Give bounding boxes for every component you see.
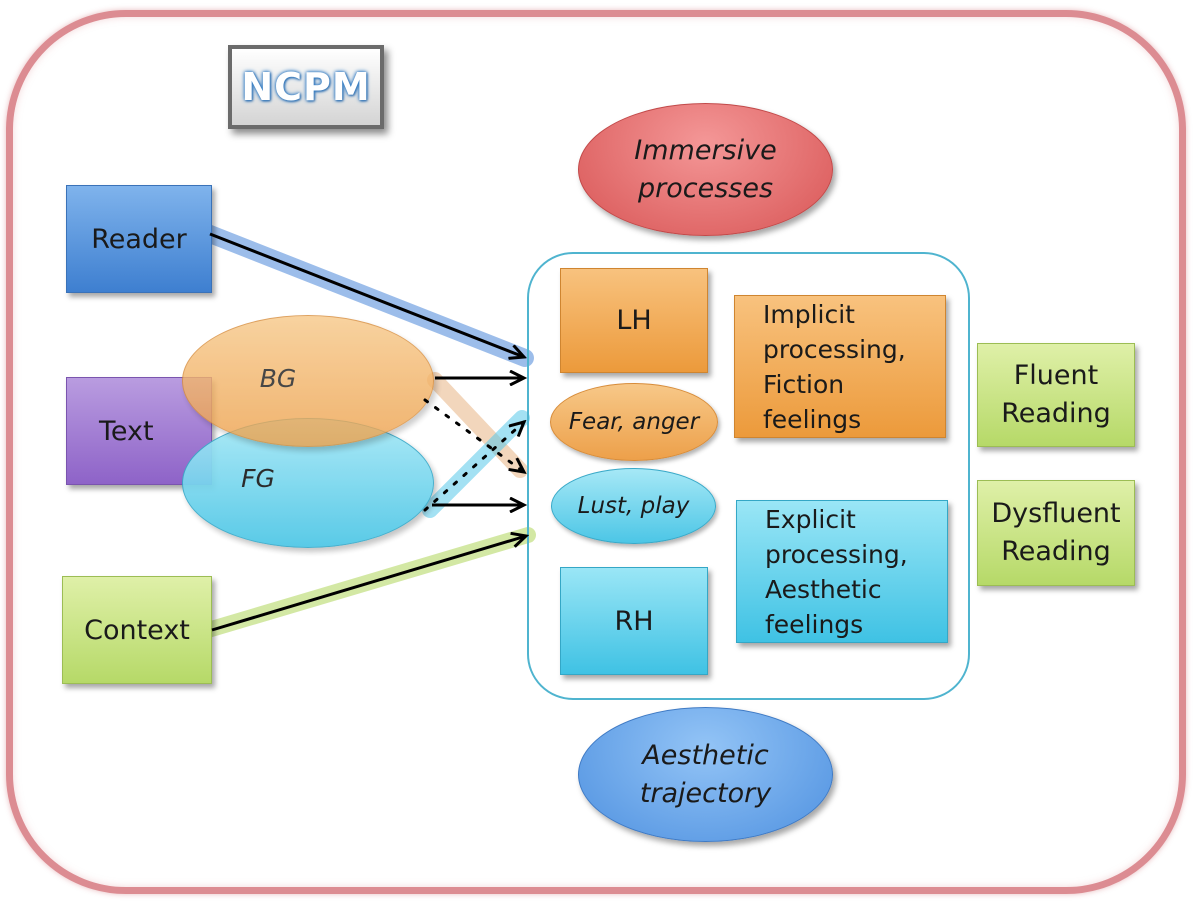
implicit-line-3: Fiction — [763, 369, 845, 399]
fluent-reading-box: Fluent Reading — [977, 343, 1135, 447]
lh-box: LH — [560, 268, 708, 373]
reader-to-lh-arrow — [209, 232, 524, 357]
dysfluent-line-2: Reading — [1001, 536, 1111, 567]
fg-to-fear-dotted-arrow — [423, 422, 524, 512]
aesthetic-trajectory-ellipse: Aesthetic trajectory — [578, 707, 833, 842]
implicit-line-1: Implicit — [763, 299, 855, 329]
dysfluent-line-1: Dysfluent — [991, 498, 1121, 529]
fluent-line-1: Fluent — [1013, 360, 1099, 391]
context-to-rh-arrow — [211, 536, 526, 632]
neural-processing-group — [527, 252, 970, 700]
text-label: Text — [99, 415, 154, 447]
fear-anger-label: Fear, anger — [568, 409, 700, 435]
context-box: Context — [62, 576, 212, 684]
immersive-line-2: processes — [637, 172, 774, 204]
explicit-processing-box: Explicit processing, Aesthetic feelings — [736, 500, 948, 643]
aesthetic-line-1: Aesthetic — [642, 739, 769, 771]
lust-play-label: Lust, play — [577, 493, 690, 519]
bg-arrow-glow — [427, 372, 528, 478]
title-box: NCPM — [228, 45, 384, 129]
implicit-line-2: processing, — [763, 334, 906, 364]
reader-label: Reader — [91, 223, 187, 255]
dysfluent-reading-box: Dysfluent Reading — [977, 480, 1135, 586]
lust-play-ellipse: Lust, play — [551, 468, 716, 544]
explicit-line-4: feelings — [765, 609, 864, 639]
implicit-processing-box: Implicit processing, Fiction feelings — [734, 295, 946, 438]
fg-label: FG — [241, 463, 275, 493]
reader-box: Reader — [66, 185, 212, 293]
explicit-line-3: Aesthetic — [765, 574, 882, 604]
fluent-line-2: Reading — [1001, 398, 1111, 429]
fear-anger-ellipse: Fear, anger — [550, 383, 718, 461]
aesthetic-line-2: trajectory — [639, 777, 772, 809]
explicit-line-2: processing, — [765, 539, 908, 569]
implicit-line-4: feelings — [763, 404, 862, 434]
immersive-line-1: Immersive — [634, 134, 777, 166]
context-label: Context — [84, 614, 190, 646]
diagram-title: NCPM — [241, 65, 371, 109]
explicit-line-1: Explicit — [765, 504, 856, 534]
immersive-processes-ellipse: Immersive processes — [578, 103, 833, 236]
bg-to-lust-dotted-arrow — [423, 398, 524, 472]
lh-label: LH — [616, 305, 652, 336]
bg-ellipse: BG — [182, 315, 434, 447]
rh-box: RH — [560, 567, 708, 675]
rh-label: RH — [614, 605, 654, 637]
bg-label: BG — [259, 363, 297, 393]
